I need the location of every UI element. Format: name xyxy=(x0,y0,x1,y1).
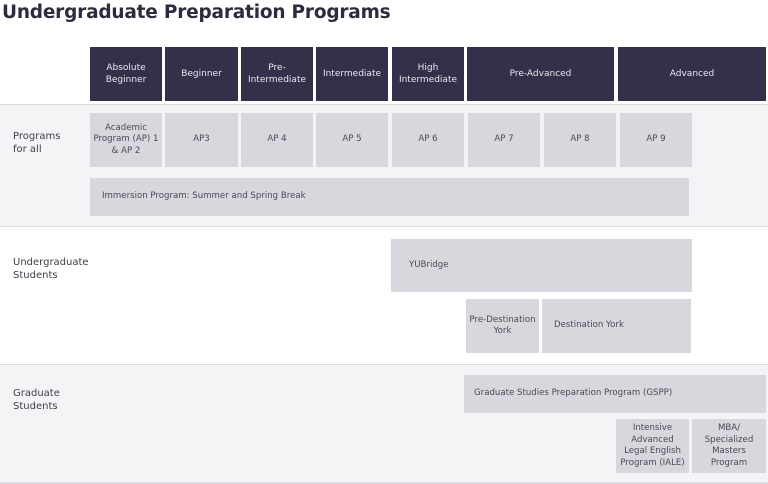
program-ap6[interactable]: AP 6 xyxy=(392,113,464,167)
bottom-divider xyxy=(0,482,768,484)
section-label: Programs for all xyxy=(13,131,61,155)
program-immersion[interactable]: Immersion Program: Summer and Spring Bre… xyxy=(90,178,689,216)
level-absolute-beginner: Absolute Beginner xyxy=(90,47,162,101)
level-pre-intermediate: Pre-Intermediate xyxy=(241,47,313,101)
program-ap9[interactable]: AP 9 xyxy=(620,113,692,167)
level-intermediate: Intermediate xyxy=(316,47,388,101)
program-pre-destination-york[interactable]: Pre-Destination York xyxy=(466,299,539,353)
program-ap4[interactable]: AP 4 xyxy=(241,113,313,167)
page-title: Undergraduate Preparation Programs xyxy=(2,2,391,23)
program-ap1-ap2[interactable]: Academic Program (AP) 1 & AP 2 xyxy=(90,113,162,167)
program-gspp[interactable]: Graduate Studies Preparation Program (GS… xyxy=(464,375,766,413)
program-yubridge[interactable]: YUBridge xyxy=(391,239,692,292)
program-iale[interactable]: Intensive Advanced Legal English Program… xyxy=(616,419,689,473)
section-label: Undergraduate Students xyxy=(13,257,89,281)
level-high-intermediate: High Intermediate xyxy=(392,47,464,101)
level-pre-advanced: Pre-Advanced xyxy=(467,47,614,101)
program-mba-specialized-masters[interactable]: MBA/ Specialized Masters Program xyxy=(692,419,766,473)
program-ap3[interactable]: AP3 xyxy=(165,113,238,167)
program-ap7[interactable]: AP 7 xyxy=(468,113,540,167)
section-label: Graduate Students xyxy=(13,388,60,412)
program-destination-york[interactable]: Destination York xyxy=(542,299,691,353)
level-advanced: Advanced xyxy=(618,47,766,101)
level-beginner: Beginner xyxy=(165,47,238,101)
program-ap5[interactable]: AP 5 xyxy=(316,113,388,167)
program-ap8[interactable]: AP 8 xyxy=(544,113,616,167)
